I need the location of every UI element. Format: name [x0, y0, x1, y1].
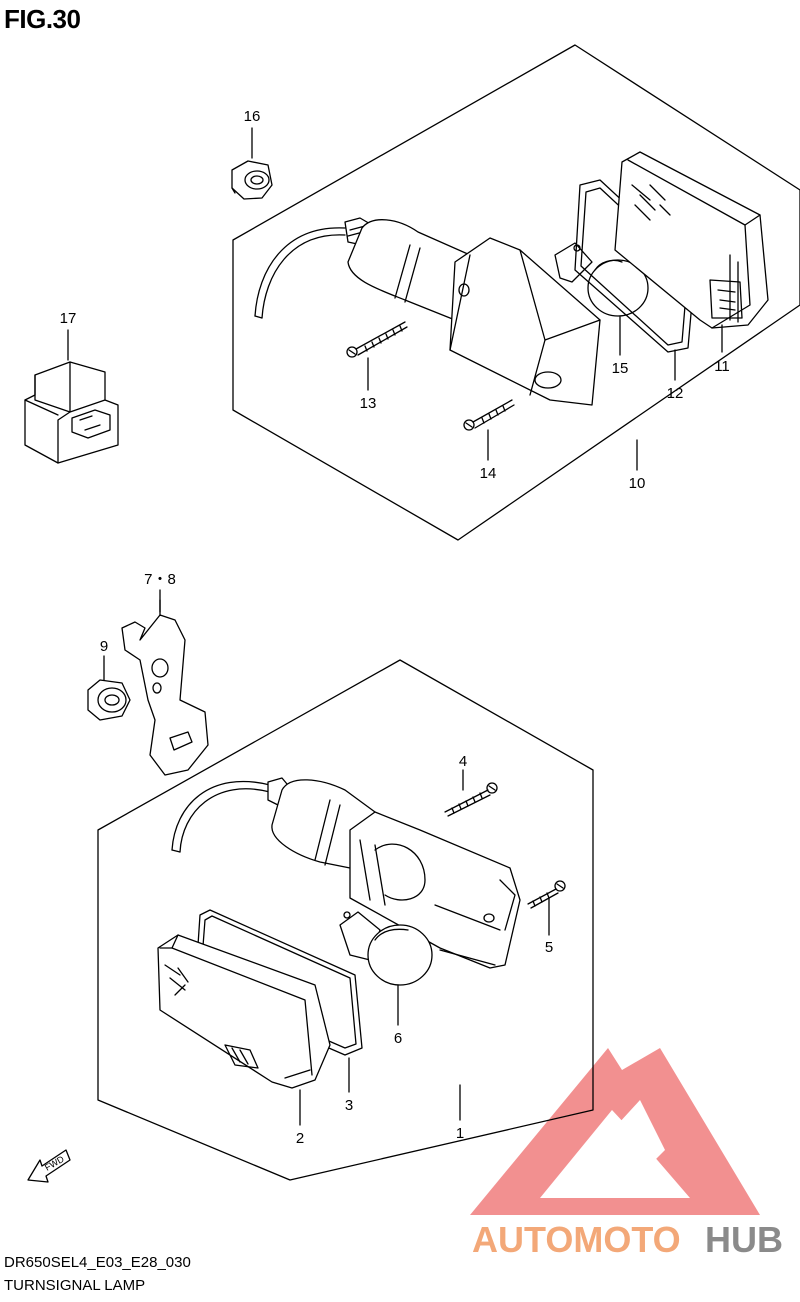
- watermark-main-text: AUTOMOTO: [472, 1219, 681, 1260]
- fwd-arrow-icon: [27, 1149, 71, 1183]
- callout-7-8: 7・8: [144, 571, 176, 588]
- lens-11: [614, 151, 769, 329]
- callout-4: 4: [459, 753, 467, 770]
- screw-14: [463, 399, 515, 431]
- screw-5: [527, 880, 566, 909]
- relay-17: [24, 361, 119, 464]
- lamp-housing-1: [267, 777, 521, 969]
- section-name: TURNSIGNAL LAMP: [4, 1277, 146, 1294]
- screw-4: [444, 782, 498, 817]
- bulb-15: [554, 242, 649, 317]
- callout-16: 16: [244, 108, 261, 125]
- callout-3: 3: [345, 1097, 353, 1114]
- gasket-12: [574, 179, 696, 353]
- callout-10: 10: [629, 475, 646, 492]
- watermark-logo: [470, 1048, 760, 1215]
- callout-12: 12: [667, 385, 684, 402]
- callout-1: 1: [456, 1125, 464, 1142]
- front-turnsignal-assembly-outline: [97, 659, 594, 1181]
- callout-11: 11: [714, 358, 730, 375]
- bulb-6: [339, 911, 433, 986]
- callout-15: 15: [612, 360, 629, 377]
- callout-2: 2: [296, 1130, 304, 1147]
- callout-14: 14: [480, 465, 497, 482]
- screw-13: [346, 321, 408, 358]
- model-code: DR650SEL4_E03_E28_030: [4, 1254, 191, 1271]
- callout-9: 9: [100, 638, 108, 655]
- callout-17: 17: [60, 310, 77, 327]
- rear-turnsignal-assembly-outline: [232, 44, 800, 541]
- lens-2: [157, 934, 331, 1089]
- callout-6: 6: [394, 1030, 402, 1047]
- wire-lower: [171, 780, 271, 851]
- nut-16: [231, 160, 273, 200]
- callout-13: 13: [360, 395, 377, 412]
- wire-upper: [254, 227, 346, 317]
- bracket-7-8: [121, 599, 209, 776]
- watermark-accent-text: HUB: [705, 1219, 783, 1260]
- figure-title: FIG.30: [4, 4, 81, 34]
- lamp-housing-10: [344, 217, 601, 406]
- callout-5: 5: [545, 939, 553, 956]
- nut-9: [87, 679, 131, 721]
